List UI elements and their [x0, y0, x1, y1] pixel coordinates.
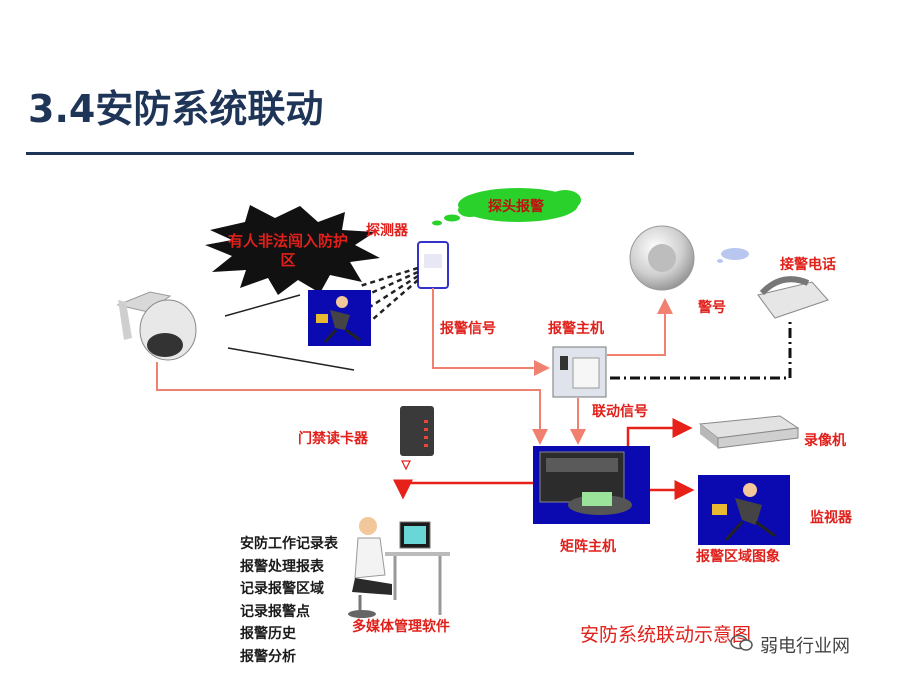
monitor-image — [698, 475, 790, 545]
software-item-list: 安防工作记录表 报警处理报表 记录报警区域 记录报警点 报警历史 报警分析 — [240, 533, 338, 668]
probe-alarm-cloud — [432, 188, 581, 226]
matrix-host-label: 矩阵主机 — [560, 539, 616, 555]
alarm-phone-label: 接警电话 — [780, 257, 836, 273]
matrix-host-device — [533, 446, 650, 524]
alarm-area-image-label: 报警区域图象 — [696, 549, 780, 565]
telephone-device — [757, 276, 829, 319]
list-item: 记录报警区域 — [240, 581, 324, 597]
probe-alarm-label: 探头报警 — [488, 199, 544, 215]
intruder-image — [308, 290, 371, 346]
access-reader-label: 门禁读卡器 — [298, 431, 368, 447]
alarm-signal-label: 报警信号 — [440, 321, 496, 337]
diagram-caption: 安防系统联动示意图 — [580, 624, 752, 646]
linkage-signal-label: 联动信号 — [592, 404, 648, 420]
list-item: 安防工作记录表 — [240, 536, 338, 552]
slide-title: 3.4安防系统联动 — [28, 87, 324, 131]
monitor-label: 监视器 — [810, 510, 852, 526]
siren-device — [629, 225, 695, 291]
intrusion-label: 有人非法闯入防护区 — [228, 232, 349, 269]
detection-beams — [359, 266, 419, 327]
multimedia-software-label: 多媒体管理软件 — [352, 619, 450, 635]
siren-sound-cloud — [717, 248, 749, 263]
dome-camera — [116, 291, 197, 361]
alarm-host-device — [552, 346, 607, 398]
list-item: 报警历史 — [240, 626, 296, 642]
access-reader-device — [400, 406, 434, 456]
detector-label: 探测器 — [366, 223, 408, 239]
list-item: 报警处理报表 — [240, 558, 324, 575]
list-item: 报警分析 — [240, 648, 296, 665]
list-item: 记录报警点 — [240, 603, 310, 620]
wechat-icon — [730, 634, 753, 651]
title-underline — [26, 152, 634, 155]
alarm-host-label: 报警主机 — [548, 321, 604, 337]
watermark-text: 弱电行业网 — [760, 636, 850, 657]
operator-workstation — [348, 517, 450, 618]
detector-device — [417, 241, 449, 289]
siren-label: 警号 — [698, 300, 726, 316]
intrusion-burst — [205, 205, 380, 295]
video-recorder-device — [698, 415, 800, 449]
recorder-label: 录像机 — [804, 433, 846, 449]
